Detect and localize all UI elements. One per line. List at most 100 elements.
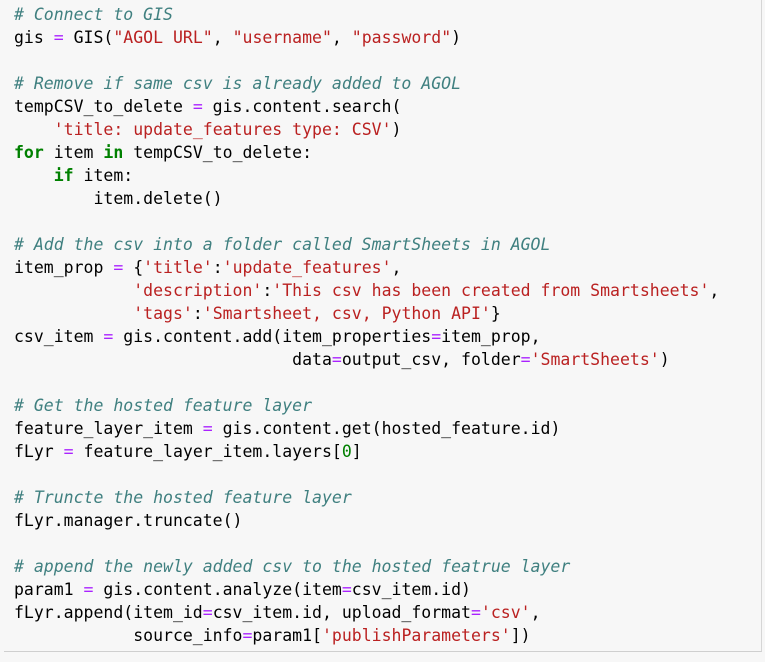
code-cell[interactable]: # Connect to GIS gis = GIS("AGOL URL", "u… xyxy=(4,0,762,652)
code-token: gis.content.get(hosted_feature.id) xyxy=(212,419,561,438)
string-token: 'publishParameters' xyxy=(321,626,511,645)
code-line: 'tags':'Smartsheet, csv, Python API'} xyxy=(14,302,719,325)
code-token: feature_layer_item.layers[ xyxy=(73,442,342,461)
comment-token: # Truncte the hosted feature layer xyxy=(14,488,352,507)
code-token: , xyxy=(331,28,352,47)
code-token: , xyxy=(709,281,720,300)
code-token: : xyxy=(262,281,273,300)
code-token: , xyxy=(391,258,402,277)
code-token: item_prop, xyxy=(441,327,541,346)
code-line xyxy=(14,210,719,233)
code-token: param1[ xyxy=(252,626,322,645)
code-token: gis.content.search( xyxy=(202,97,402,116)
code-token: item_prop xyxy=(14,258,114,277)
string-token: 'csv' xyxy=(480,603,531,622)
string-token: 'title' xyxy=(143,258,213,277)
code-token: tempCSV_to_delete xyxy=(14,97,193,116)
comment-token: # Remove if same csv is already added to… xyxy=(14,74,462,93)
code-token: source_info xyxy=(14,626,243,645)
operator-token: = xyxy=(53,28,64,47)
operator-token: = xyxy=(113,258,124,277)
code-line: # append the newly added csv to the host… xyxy=(14,555,719,578)
code-token: csv_item xyxy=(14,327,104,346)
operator-token: = xyxy=(341,580,352,599)
code-token: : xyxy=(192,304,203,323)
operator-token: = xyxy=(431,327,442,346)
operator-token: = xyxy=(63,442,74,461)
code-token: } xyxy=(490,304,501,323)
keyword-token: in xyxy=(103,143,124,162)
code-token xyxy=(14,120,54,139)
code-line: 'description':'This csv has been created… xyxy=(14,279,719,302)
code-token: item.delete() xyxy=(14,189,223,208)
operator-token: = xyxy=(83,580,94,599)
operator-token: = xyxy=(470,603,481,622)
string-token: "AGOL URL" xyxy=(113,28,213,47)
code-line: # Remove if same csv is already added to… xyxy=(14,72,719,95)
string-token: 'title: update_features type: CSV' xyxy=(53,120,392,139)
code-line: fLyr = feature_layer_item.layers[0] xyxy=(14,440,719,463)
string-token: 'This csv has been created from Smartshe… xyxy=(272,281,710,300)
operator-token: = xyxy=(103,327,114,346)
number-token: 0 xyxy=(341,442,352,461)
code-token: gis xyxy=(14,28,54,47)
comment-token: # Add the csv into a folder called Smart… xyxy=(14,235,551,254)
code-line: source_info=param1['publishParameters']) xyxy=(14,624,719,647)
code-token: ) xyxy=(659,350,670,369)
code-line: item.delete() xyxy=(14,187,719,210)
string-token: "username" xyxy=(232,28,332,47)
code-line: fLyr.manager.truncate() xyxy=(14,509,719,532)
code-line: data=output_csv, folder='SmartSheets') xyxy=(14,348,719,371)
comment-token: # append the newly added csv to the host… xyxy=(14,557,571,576)
code-token: , xyxy=(212,28,233,47)
code-line: item_prop = {'title':'update_features', xyxy=(14,256,719,279)
code-editor[interactable]: # Connect to GIS gis = GIS("AGOL URL", "u… xyxy=(14,3,719,647)
code-line: gis = GIS("AGOL URL", "username", "passw… xyxy=(14,26,719,49)
code-token: item xyxy=(43,143,104,162)
string-token: 'tags' xyxy=(133,304,193,323)
comment-token: # Connect to GIS xyxy=(14,5,173,24)
code-line: for item in tempCSV_to_delete: xyxy=(14,141,719,164)
code-line: tempCSV_to_delete = gis.content.search( xyxy=(14,95,719,118)
code-token: param1 xyxy=(14,580,84,599)
code-line: # Get the hosted feature layer xyxy=(14,394,719,417)
code-token: ) xyxy=(451,28,462,47)
code-token: csv_item.id) xyxy=(351,580,471,599)
code-token: data xyxy=(14,350,332,369)
code-token: tempCSV_to_delete: xyxy=(123,143,313,162)
string-token: 'description' xyxy=(133,281,263,300)
code-line xyxy=(14,463,719,486)
code-token: : xyxy=(212,258,223,277)
code-token xyxy=(14,166,54,185)
string-token: "password" xyxy=(351,28,452,47)
code-token: ] xyxy=(351,442,362,461)
code-line xyxy=(14,371,719,394)
operator-token: = xyxy=(202,419,213,438)
code-line: # Connect to GIS xyxy=(14,3,719,26)
code-line xyxy=(14,532,719,555)
code-token: item: xyxy=(73,166,134,185)
code-line: # Truncte the hosted feature layer xyxy=(14,486,719,509)
code-token: csv_item.id, upload_format xyxy=(212,603,471,622)
code-token: GIS( xyxy=(63,28,114,47)
operator-token: = xyxy=(242,626,253,645)
code-token: gis.content.add(item_properties xyxy=(113,327,432,346)
comment-token: # Get the hosted feature layer xyxy=(14,396,313,415)
code-token: ) xyxy=(391,120,402,139)
code-line: fLyr.append(item_id=csv_item.id, upload_… xyxy=(14,601,719,624)
operator-token: = xyxy=(192,97,203,116)
code-line: param1 = gis.content.analyze(item=csv_it… xyxy=(14,578,719,601)
string-token: 'SmartSheets' xyxy=(530,350,660,369)
code-line: feature_layer_item = gis.content.get(hos… xyxy=(14,417,719,440)
code-token xyxy=(14,281,133,300)
string-token: 'update_features' xyxy=(222,258,392,277)
code-token xyxy=(14,304,133,323)
code-token: output_csv, folder xyxy=(341,350,521,369)
code-line xyxy=(14,49,719,72)
code-token: feature_layer_item xyxy=(14,419,203,438)
code-line: 'title: update_features type: CSV') xyxy=(14,118,719,141)
keyword-token: for xyxy=(14,143,44,162)
code-line: # Add the csv into a folder called Smart… xyxy=(14,233,719,256)
code-token: gis.content.analyze(item xyxy=(93,580,342,599)
code-token: { xyxy=(123,258,144,277)
